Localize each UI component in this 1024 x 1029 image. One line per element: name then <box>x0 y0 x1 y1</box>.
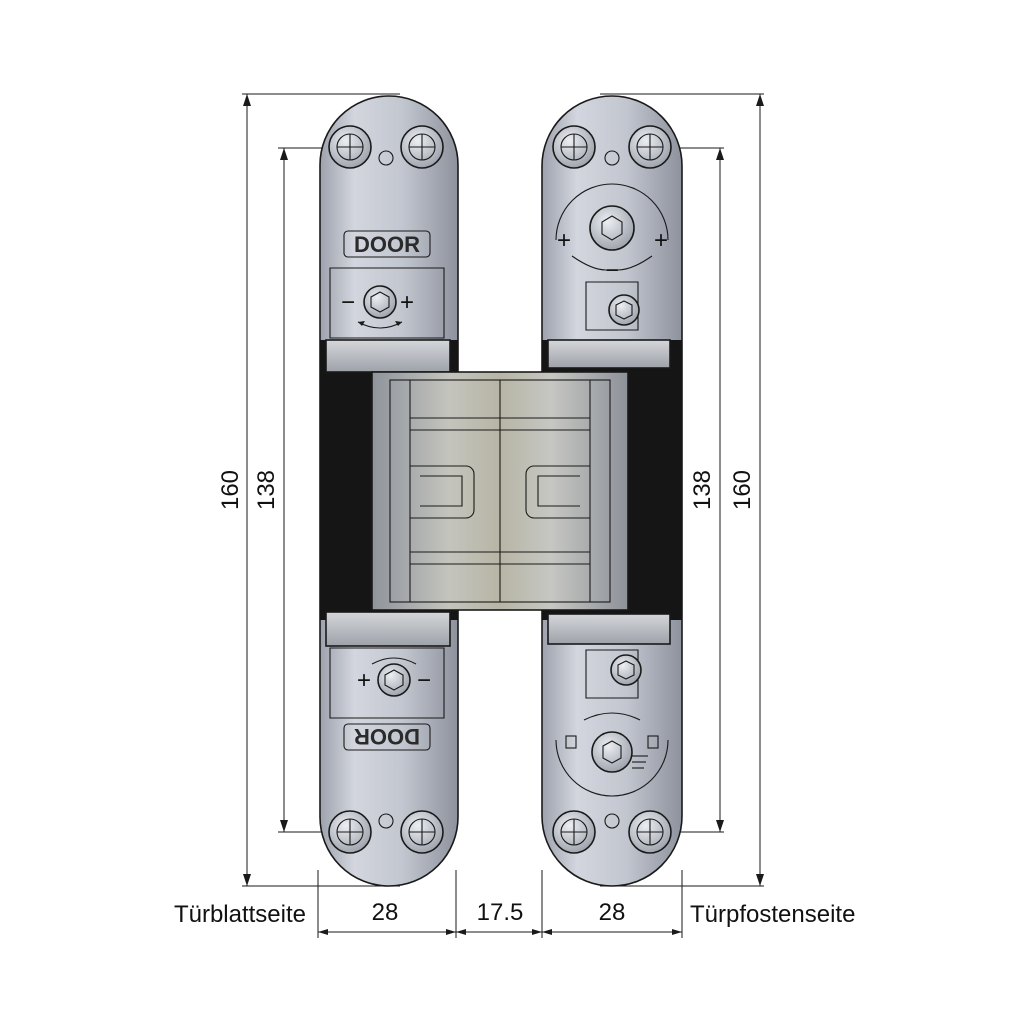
left-top-plus: + <box>400 289 414 316</box>
dim-17-5: 17.5 <box>477 899 524 926</box>
left-top-adjust-screw <box>363 285 397 319</box>
left-top-adjust-panel <box>329 267 445 339</box>
left-top-minus: − <box>341 289 355 316</box>
dim-28-left: 28 <box>372 899 399 926</box>
bottom-door-stamp-box <box>343 723 431 751</box>
right-top-arc <box>555 183 669 241</box>
left-bottom-screw-holes <box>328 810 444 854</box>
left-top-screw-holes <box>328 125 444 169</box>
right-top-plus-right: + <box>654 227 668 254</box>
label-door-leaf-side: Türblattseite <box>174 901 306 928</box>
right-top-screw-holes <box>552 125 672 169</box>
right-slot <box>525 465 590 519</box>
bottom-door-stamp: DOOR <box>354 724 420 749</box>
right-bottom-lock-screw <box>610 654 642 686</box>
dim-28-right: 28 <box>599 899 626 926</box>
right-top-adjust-screw <box>589 205 635 251</box>
left-bottom-minus: − <box>417 667 431 694</box>
right-top-minus: − <box>605 257 619 284</box>
left-lower-bar <box>325 611 451 647</box>
right-bottom-adjust-screw <box>591 731 633 773</box>
right-top-lock-box <box>585 281 639 331</box>
dim-160-left: 160 <box>217 470 244 510</box>
dim-160-right: 160 <box>729 470 756 510</box>
left-bottom-adjust-screw <box>377 663 411 697</box>
right-bottom-arc <box>555 739 669 797</box>
right-lower-bar <box>547 613 671 645</box>
right-bottom-lock-box <box>585 649 639 699</box>
hinge-body-group: DOOR − + + − DOOR <box>319 95 683 887</box>
right-upper-bar <box>547 339 671 369</box>
left-slot <box>410 465 475 519</box>
top-door-stamp-box <box>343 230 431 258</box>
dim-138-right: 138 <box>689 470 716 510</box>
right-top-lock-screw <box>608 294 640 326</box>
left-bottom-adjust-panel <box>329 647 445 719</box>
left-bottom-plus: + <box>357 667 371 694</box>
label-frame-side: Türpfostenseite <box>690 901 855 928</box>
dim-138-left: 138 <box>253 470 280 510</box>
right-bottom-screw-holes <box>552 810 672 854</box>
left-upper-bar <box>325 339 451 373</box>
right-top-plus-left: + <box>557 227 571 254</box>
top-door-stamp: DOOR <box>354 232 420 257</box>
